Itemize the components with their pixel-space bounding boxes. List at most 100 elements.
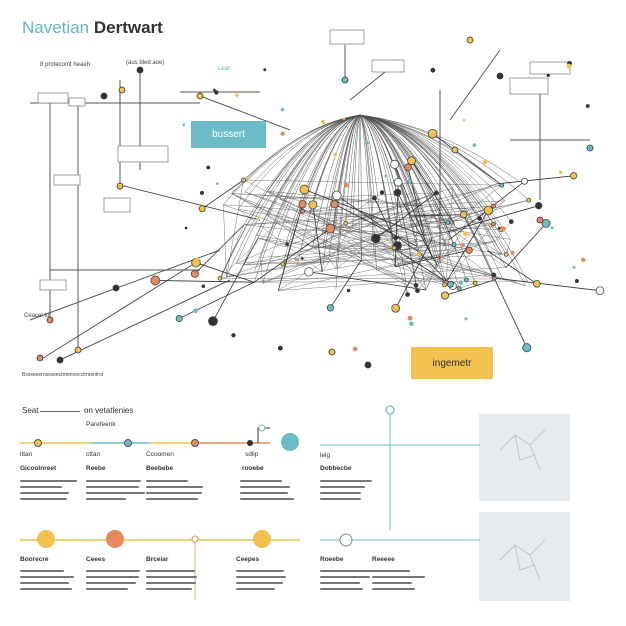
text-line (372, 588, 415, 590)
fan-edge (359, 114, 408, 295)
tl1-head-3: Ccoomen (146, 451, 174, 458)
network-node (390, 159, 400, 169)
network-node (456, 285, 462, 291)
network-node (404, 163, 412, 172)
cross-edge (231, 193, 324, 249)
network-node (391, 245, 397, 251)
cross-edge (417, 265, 438, 291)
fan-edge (352, 114, 361, 226)
spoke-edge (374, 197, 398, 246)
fan-edge (322, 114, 361, 233)
text-line (86, 492, 145, 494)
network-node (472, 280, 478, 286)
cross-edge (244, 191, 526, 286)
network-node (280, 261, 286, 267)
text-line (86, 582, 136, 584)
text-line (86, 570, 140, 572)
network-node (194, 257, 200, 263)
cross-edge (278, 274, 494, 291)
spoke-edge (395, 249, 470, 268)
network-diagram (29, 29, 605, 369)
cross-edge (243, 257, 433, 266)
cross-edge (312, 203, 421, 248)
fan-edge (243, 114, 361, 265)
network-node (491, 221, 496, 227)
cross-edge (425, 239, 450, 291)
cross-edge (444, 223, 494, 286)
network-node (442, 282, 447, 288)
network-node (208, 316, 218, 327)
text-line (236, 588, 275, 590)
network-node (74, 346, 82, 354)
network-node (595, 286, 605, 296)
cross-edge (267, 215, 313, 248)
network-node (469, 242, 472, 245)
network-node (393, 235, 399, 241)
cross-edge (220, 218, 282, 278)
network-node (430, 67, 436, 73)
text-line (240, 486, 290, 488)
network-node (407, 179, 412, 184)
fan-edge (359, 114, 505, 201)
yellow-callout-box: ingemetr (411, 347, 493, 379)
fan-edge (359, 114, 476, 284)
network-node (333, 152, 337, 157)
network-node (570, 172, 578, 180)
cross-edge (262, 266, 298, 284)
cross-edge (243, 179, 502, 186)
network-node (214, 90, 219, 95)
spoke-edge (494, 277, 601, 292)
cross-edge (238, 209, 447, 245)
cross-edge (505, 239, 511, 255)
text-line (86, 588, 128, 590)
fan-edge (359, 114, 494, 275)
network-node (585, 104, 590, 108)
network-node (384, 174, 388, 178)
spoke-edge (419, 252, 451, 285)
cross-edge (238, 209, 323, 273)
network-node (499, 182, 505, 188)
cross-edge (231, 193, 421, 205)
left-label: Ceacel tor (24, 313, 52, 319)
cross-edge (369, 215, 417, 247)
section-title-left: Seat (22, 406, 39, 415)
fan-edge (359, 114, 380, 213)
tl1-title-4: rooebe (242, 465, 264, 472)
network-node (393, 177, 403, 187)
network-node (522, 343, 532, 353)
cross-edge (312, 239, 450, 248)
network-node (332, 190, 342, 201)
spoke-edge (304, 189, 425, 237)
cross-edge (223, 204, 370, 216)
network-node (445, 220, 451, 225)
cross-edge (487, 250, 503, 255)
fan-edge (359, 114, 445, 285)
cross-edge (374, 197, 455, 225)
cross-edge (219, 245, 426, 279)
section-title-right: on vetatlenies (84, 406, 134, 415)
network-node (526, 197, 532, 203)
network-node (541, 219, 551, 228)
network-node (175, 314, 183, 323)
spoke-edge (375, 192, 437, 239)
network-node (477, 216, 482, 221)
network-node (298, 200, 307, 209)
text-line (320, 492, 361, 494)
text-line (320, 498, 361, 500)
network-node (277, 345, 283, 351)
cross-edge (445, 187, 454, 283)
tl2-title-4: Ceepes (236, 556, 260, 563)
spoke-edge (330, 259, 363, 309)
cross-edge (358, 211, 362, 260)
cross-edge (226, 247, 394, 278)
cross-edge (312, 247, 457, 252)
text-line (146, 582, 196, 584)
cross-edge (254, 280, 528, 283)
network-node (405, 292, 410, 297)
cross-edge (231, 193, 417, 286)
cross-edge (292, 230, 417, 286)
network-node (198, 205, 206, 213)
network-node (342, 117, 346, 120)
network-node (466, 36, 474, 44)
network-node (581, 257, 586, 263)
